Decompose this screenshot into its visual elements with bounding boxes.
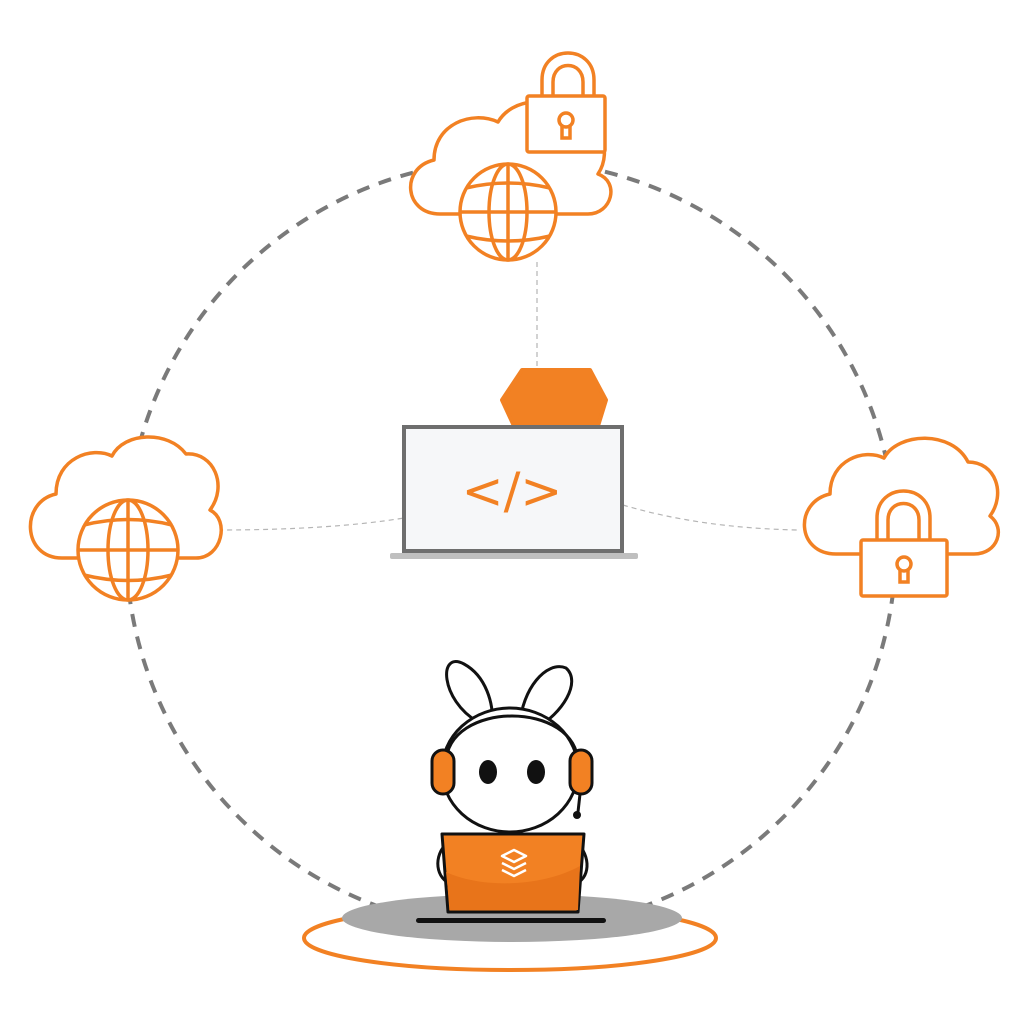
left-eye [479, 760, 497, 784]
globe-icon [76, 498, 180, 602]
monitor-screen [402, 425, 624, 553]
monitor-code-icon: </> [390, 368, 638, 559]
server-cap [500, 368, 608, 428]
monitor-base [390, 553, 638, 559]
headset-icon [430, 714, 594, 819]
lock-icon [525, 51, 607, 154]
connector-right [622, 504, 799, 531]
left-node [28, 435, 223, 602]
right-eye [527, 760, 545, 784]
connector-left [217, 517, 405, 531]
globe-icon [458, 162, 558, 262]
headset-mic [576, 793, 582, 813]
lock-icon [859, 489, 949, 598]
laptop-icon [440, 832, 586, 914]
left-ear [445, 660, 494, 726]
laptop-lid-shade [446, 866, 580, 910]
cloud-icon [802, 436, 1001, 556]
headset-band [444, 714, 580, 765]
platform-bar [416, 918, 606, 923]
right-node [802, 436, 1001, 598]
top-node [408, 51, 613, 262]
stack-logo-icon [500, 848, 528, 878]
mic-tip [573, 811, 581, 819]
code-symbol: </> [462, 462, 563, 520]
left-earcup [430, 748, 456, 796]
connector-lines [217, 262, 799, 531]
right-earcup [568, 748, 594, 796]
